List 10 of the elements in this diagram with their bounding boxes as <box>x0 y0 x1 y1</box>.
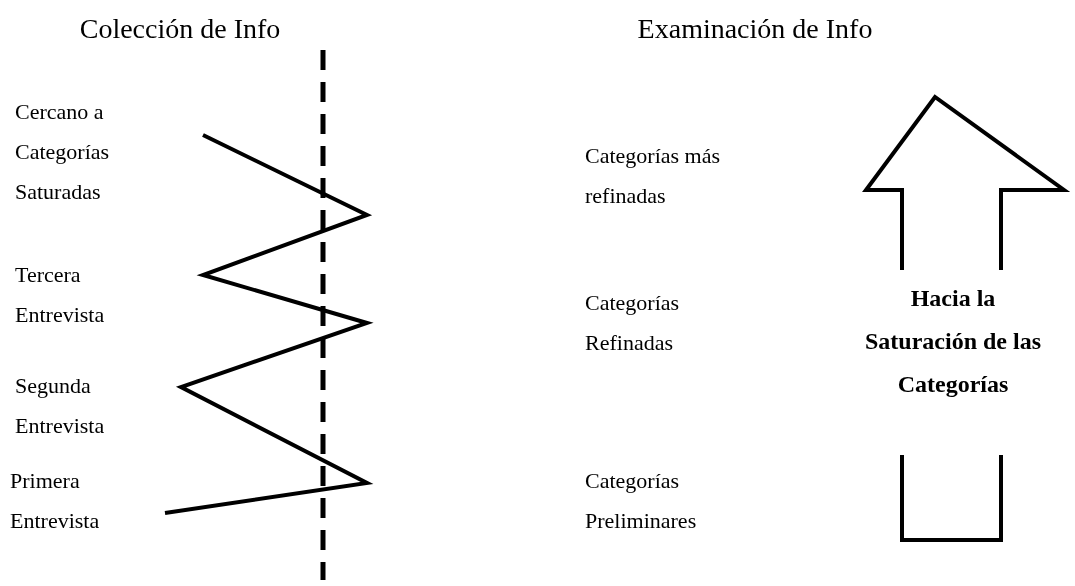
category-label: Categorías Preliminares <box>585 467 698 535</box>
category-label: Categorías Refinadas <box>585 289 681 357</box>
stage-label: Cercano a Categorías Saturadas <box>15 98 111 206</box>
stage-label: Segunda Entrevista <box>15 372 106 440</box>
stage-label: Primera Entrevista <box>10 467 101 535</box>
section-title: Colección de Info <box>78 12 282 46</box>
section-title: Examinación de Info <box>636 12 874 46</box>
category-label: Categorías más refinadas <box>585 142 722 210</box>
arrow-label: Hacia la Saturación de las Categorías <box>864 284 1042 399</box>
stage-label: Tercera Entrevista <box>15 261 106 329</box>
